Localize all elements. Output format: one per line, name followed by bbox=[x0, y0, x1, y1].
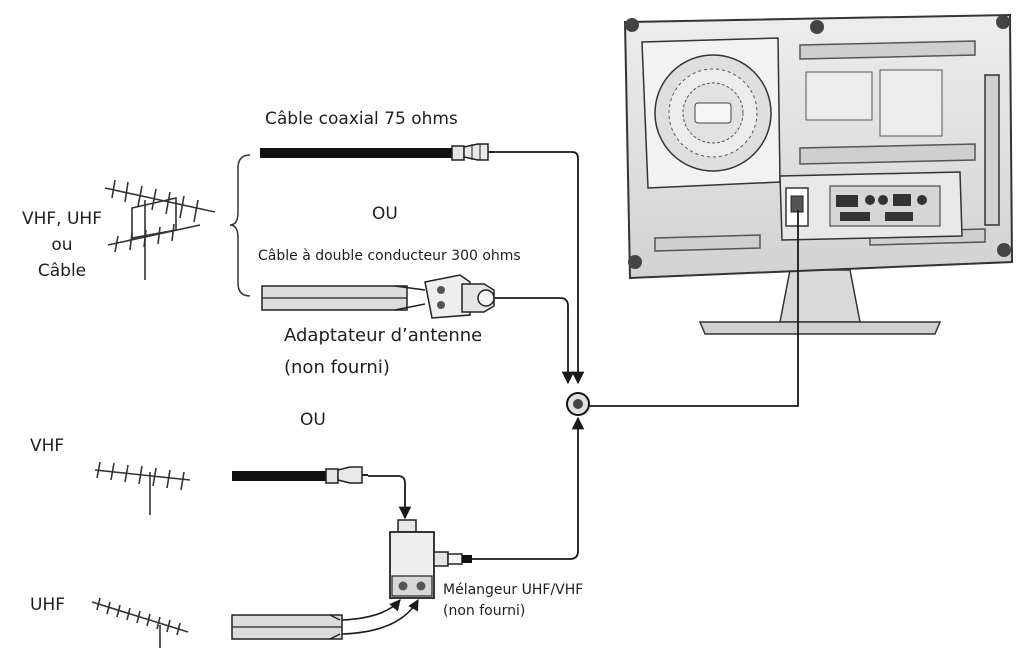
uhf-route-1 bbox=[341, 599, 401, 621]
or-label-middle: OU bbox=[300, 410, 326, 430]
antenna-icon-top bbox=[104, 179, 216, 280]
twin-lead-cable bbox=[261, 285, 426, 311]
mixer-route bbox=[472, 416, 585, 560]
coax-route-top bbox=[494, 151, 585, 385]
uhf-label: UHF bbox=[30, 595, 66, 615]
mixer-label: Mélangeur UHF/VHF bbox=[443, 582, 584, 598]
brace-bracket bbox=[229, 154, 251, 297]
uhf-route-2 bbox=[341, 599, 419, 635]
antenna-adapter-label: Adaptateur d’antenne bbox=[284, 325, 483, 346]
source-label-line2: ou bbox=[51, 235, 73, 255]
vhf-label: VHF bbox=[30, 436, 65, 456]
source-label-line3: Câble bbox=[37, 261, 87, 281]
coax-cable-vhf bbox=[232, 466, 368, 484]
mixer-note: (non fourni) bbox=[443, 603, 526, 619]
source-label-line1: VHF, UHF bbox=[21, 209, 102, 229]
vhf-route bbox=[368, 475, 412, 520]
tv-illustration bbox=[623, 13, 1014, 335]
antenna-icon-vhf bbox=[94, 461, 191, 515]
coax-cable-label: Câble coaxial 75 ohms bbox=[265, 109, 458, 129]
antenna-adapter-note: (non fourni) bbox=[284, 357, 390, 378]
rf-connector-icon bbox=[566, 392, 590, 416]
tv-feed-line bbox=[589, 210, 799, 407]
antenna-adapter bbox=[424, 274, 495, 319]
adapter-route bbox=[494, 297, 575, 385]
or-label-top: OU bbox=[372, 204, 398, 224]
coax-cable-top bbox=[260, 143, 494, 161]
antenna-icon-uhf bbox=[91, 597, 189, 648]
uhf-vhf-mixer bbox=[389, 519, 472, 599]
twin-lead-uhf bbox=[231, 614, 343, 640]
twin-lead-label: Câble à double conducteur 300 ohms bbox=[258, 248, 521, 264]
